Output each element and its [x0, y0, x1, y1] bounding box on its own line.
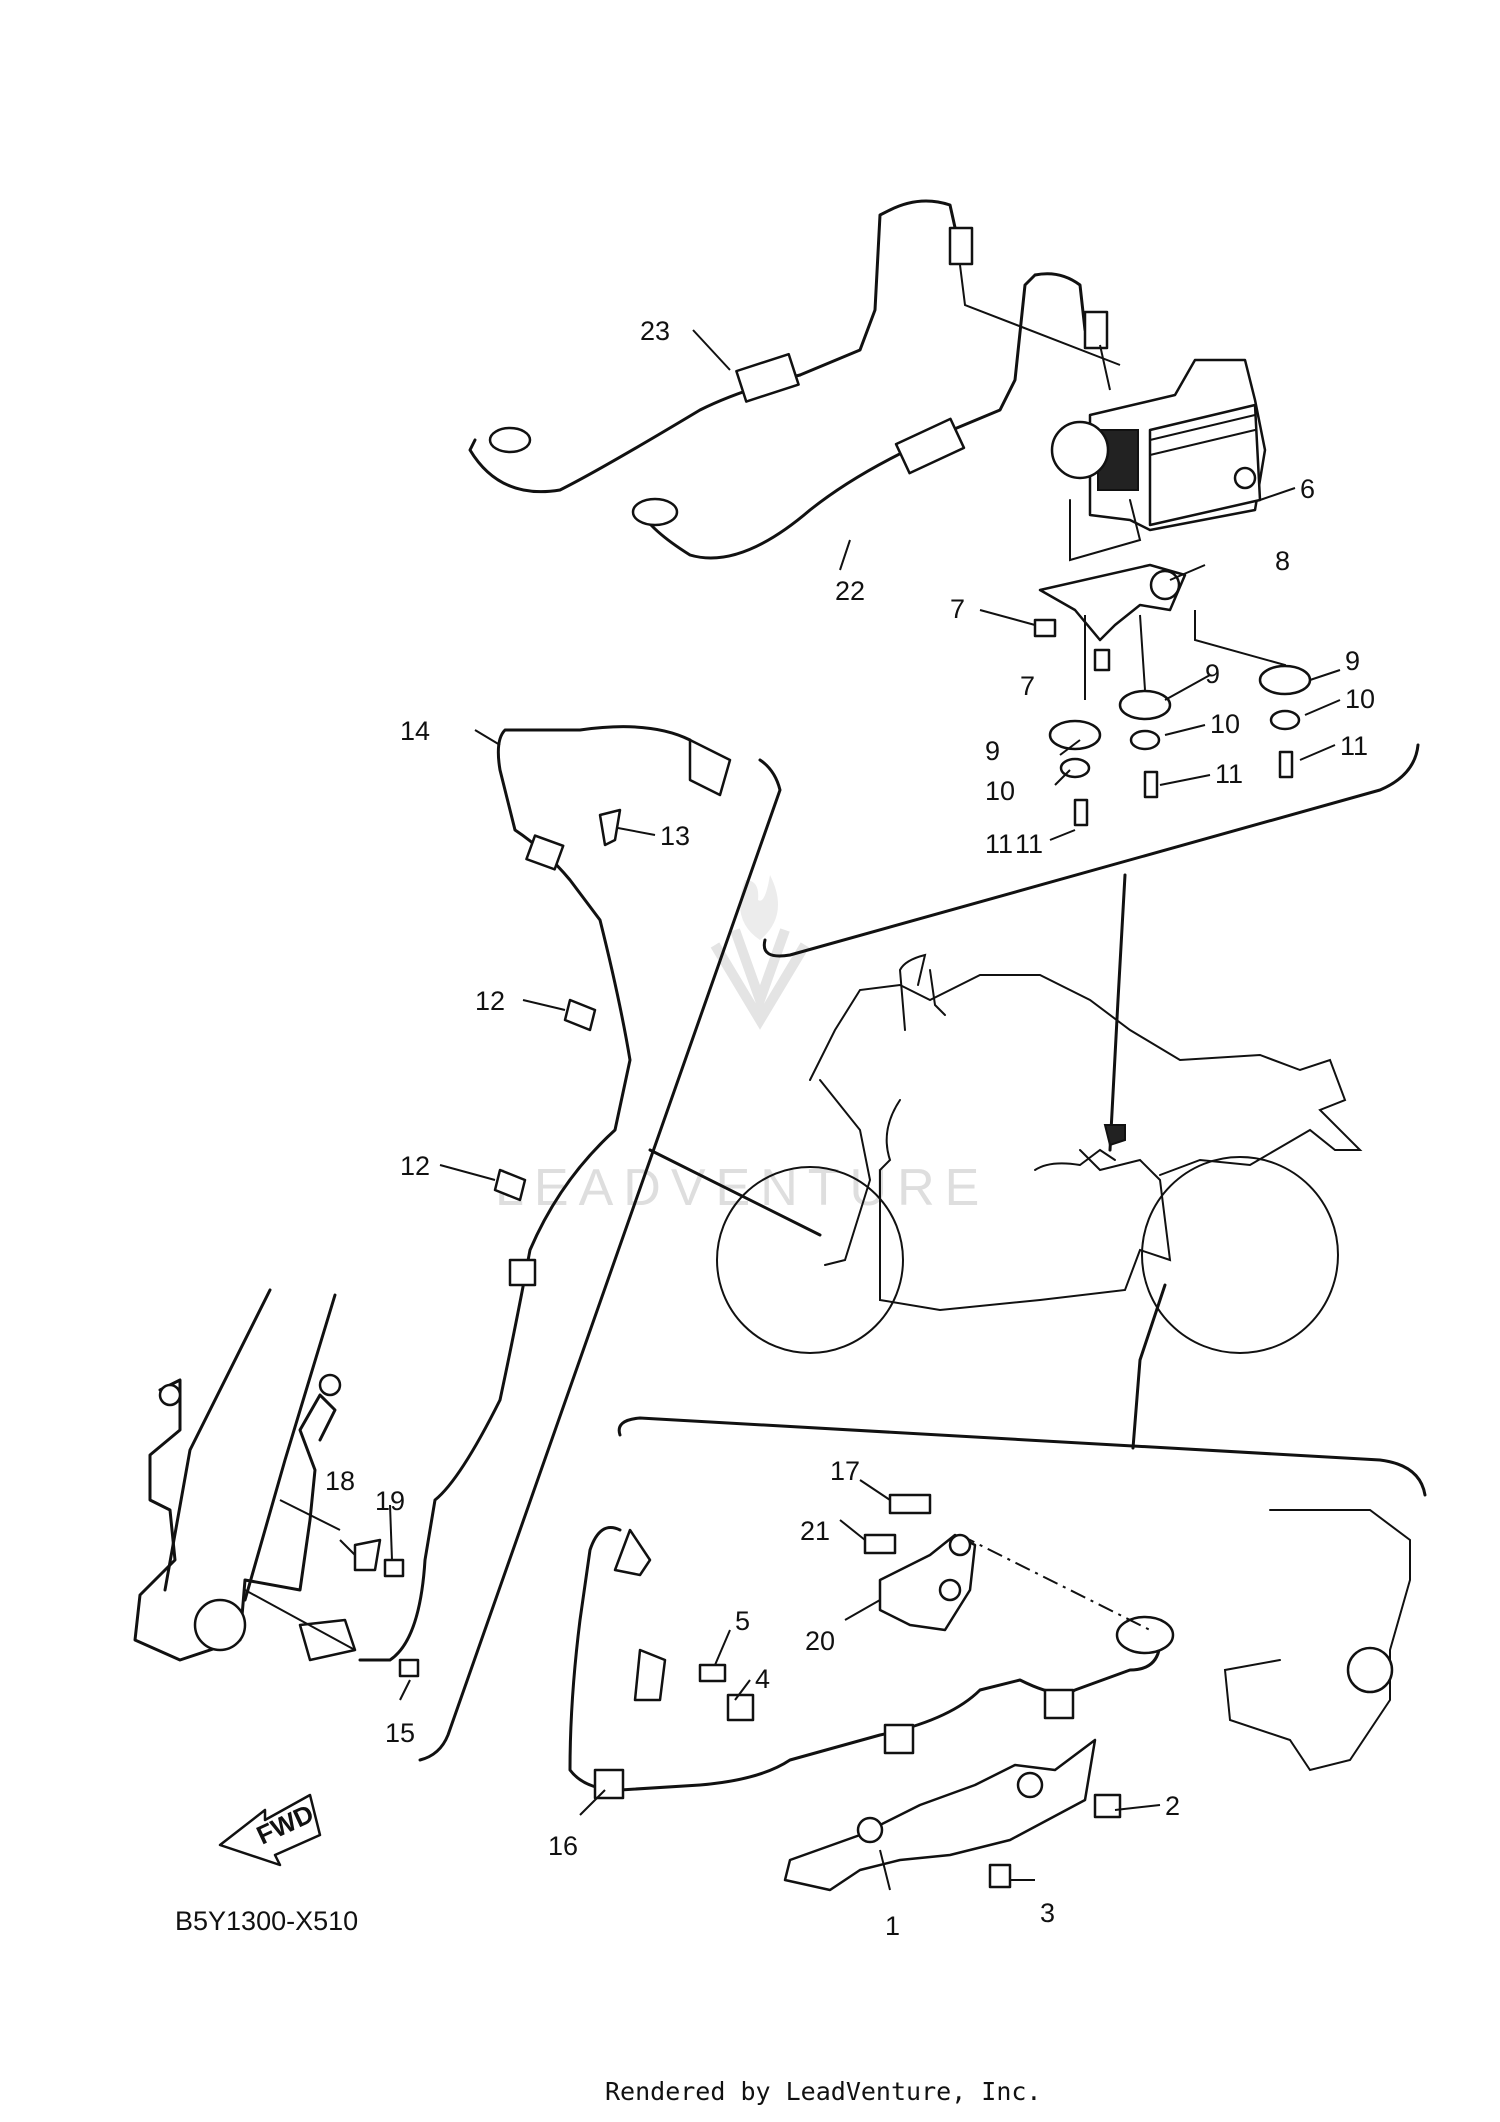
- callouts: 1 2 3 4 5 6 7 7 8 9 9 9 10 10 10 11 11 1…: [325, 316, 1375, 1941]
- callout-7b: 7: [1020, 671, 1035, 701]
- rear-sensor-bracket: [698, 1493, 977, 1722]
- rear-sensor-lead: [568, 1526, 1175, 1800]
- callout-9b: 9: [1205, 659, 1220, 689]
- callout-3: 3: [1040, 1898, 1055, 1928]
- callout-16: 16: [548, 1831, 578, 1861]
- abs-hydraulic-unit: [1050, 358, 1267, 532]
- callout-7a: 7: [950, 594, 965, 624]
- front-sensor-lead: [358, 725, 732, 1662]
- callout-22: 22: [835, 576, 865, 606]
- brake-pipes: [468, 199, 1121, 560]
- callout-6: 6: [1300, 474, 1315, 504]
- callout-10b: 10: [1210, 709, 1240, 739]
- callout-12b: 12: [400, 1151, 430, 1181]
- diagram-code: B5Y1300-X510: [175, 1906, 358, 1936]
- callout-5: 5: [735, 1606, 750, 1636]
- callout-8: 8: [1275, 546, 1290, 576]
- callout-1: 1: [885, 1911, 900, 1941]
- callout-9a: 9: [985, 736, 1000, 766]
- forward-arrow: FWD: [218, 1793, 322, 1867]
- callout-11d: 11: [1015, 829, 1043, 859]
- motorcycle-outline: [716, 953, 1363, 1354]
- callout-10c: 10: [1345, 684, 1375, 714]
- watermark-text: LEADVENTURE: [495, 1159, 989, 1217]
- callout-11a: 11: [985, 829, 1013, 859]
- abs-bracket-and-dampers: [1033, 499, 1312, 827]
- callout-13: 13: [660, 821, 690, 851]
- callout-12a: 12: [475, 986, 505, 1016]
- callout-17: 17: [830, 1456, 860, 1486]
- callout-20: 20: [805, 1626, 835, 1656]
- callout-2: 2: [1165, 1791, 1180, 1821]
- callout-10a: 10: [985, 776, 1015, 806]
- callout-19: 19: [375, 1486, 405, 1516]
- callout-14: 14: [400, 716, 430, 746]
- section-borders: [418, 743, 1427, 1762]
- callout-9c: 9: [1345, 646, 1360, 676]
- watermark: LEADVENTURE: [495, 875, 989, 1217]
- callout-11c: 11: [1340, 731, 1368, 761]
- rear-pedal-and-frame: [783, 1509, 1411, 1892]
- callout-leaders: [339, 329, 1341, 1891]
- callout-4: 4: [755, 1664, 770, 1694]
- callout-21: 21: [800, 1516, 830, 1546]
- callout-18: 18: [325, 1466, 355, 1496]
- callout-15: 15: [385, 1718, 415, 1748]
- callout-23: 23: [640, 316, 670, 346]
- footer-credit: Rendered by LeadVenture, Inc.: [605, 2077, 1042, 2106]
- front-fork: [133, 1288, 420, 1678]
- callout-11b: 11: [1215, 759, 1243, 789]
